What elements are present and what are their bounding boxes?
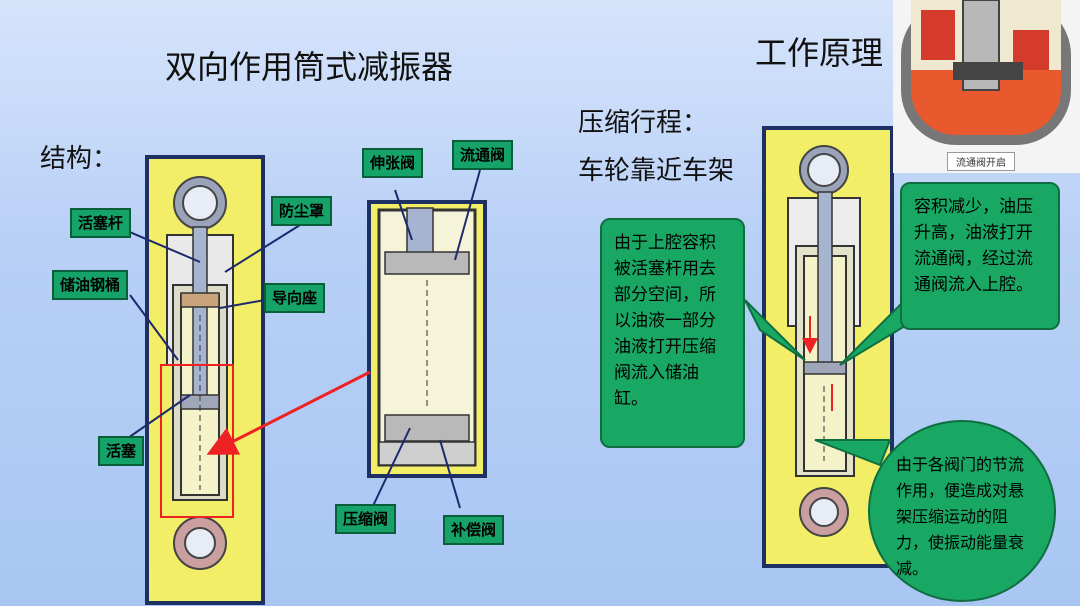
tag-compression-valve: 压缩阀 (335, 504, 397, 534)
bubble-right-bottom: 由于各阀门的节流作用，便造成对悬架压缩运动的阻力，使振动能量衰减。 (868, 420, 1056, 602)
stroke-subtitle: 车轮靠近车架 (578, 156, 735, 186)
tag-dust-cover: 防尘罩 (271, 196, 333, 226)
detail-drawing (377, 207, 477, 467)
principle-drawing (787, 145, 861, 537)
tag-piston: 活塞 (98, 436, 145, 466)
right-heading: 工作原理 (755, 34, 884, 72)
tag-extension-valve: 伸张阀 (362, 148, 424, 178)
inset-drawing (901, 0, 1071, 145)
tag-oil-tank: 储油钢桶 (52, 270, 129, 300)
tag-piston-rod: 活塞杆 (70, 208, 132, 238)
inset-caption: 流通阀开启 (947, 152, 1015, 171)
flow-valve-inset: 流通阀开启 (893, 0, 1080, 173)
tag-flow-valve: 流通阀 (452, 140, 514, 170)
bubble-left: 由于上腔容积被活塞杆用去部分空间，所以油液一部分油液打开压缩阀流入储油缸。 (600, 218, 745, 448)
structure-label: 结构： (40, 144, 119, 174)
tag-compensation-valve: 补偿阀 (443, 515, 505, 545)
main-heading: 双向作用筒式减振器 (165, 48, 454, 86)
stroke-title: 压缩行程： (578, 108, 709, 138)
bubble-right-top: 容积减少，油压升高，油液打开流通阀，经过流通阀流入上腔。 (900, 182, 1060, 330)
tag-guide-seat: 导向座 (264, 283, 326, 313)
